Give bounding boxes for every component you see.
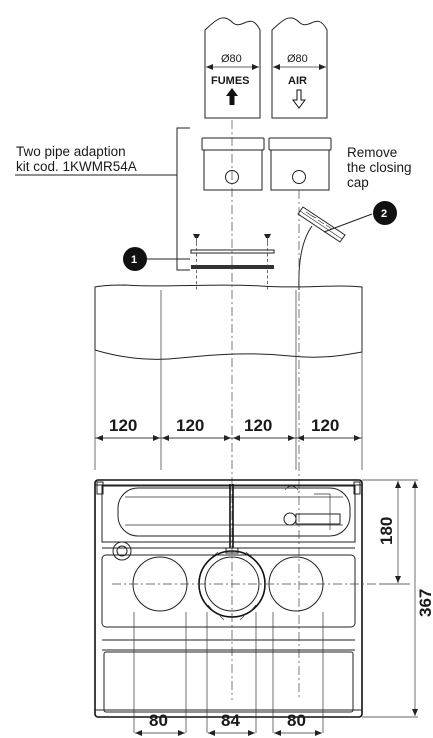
dim-bottom-3: 80 (274, 711, 322, 736)
dim-right-180: 180 (377, 481, 401, 583)
cap-label-line2: the closing (347, 160, 412, 175)
wall-section (94, 284, 363, 360)
air-diameter-label: Ø80 (287, 53, 308, 65)
marker-1: 1 (123, 247, 190, 271)
fumes-label: FUMES (211, 75, 250, 87)
air-pipe: Ø80 AIR (271, 17, 328, 119)
screw-left (193, 234, 200, 246)
dim-bottom-3-value: 80 (287, 711, 306, 730)
dim-top-3: 120 (233, 416, 295, 441)
marker-2-label: 2 (381, 208, 387, 220)
air-label: AIR (288, 75, 307, 87)
dim-bottom-2-value: 84 (221, 711, 240, 730)
fumes-diameter-label: Ø80 (221, 53, 242, 65)
dim-right-367-value: 367 (416, 589, 433, 617)
screw-right (264, 234, 271, 246)
dim-bottom-2: 84 (208, 711, 255, 736)
arrow-up-icon (226, 88, 238, 105)
cap-label-line1: Remove (347, 145, 397, 160)
air-adapter (268, 137, 332, 191)
gasket-upper (190, 249, 275, 254)
dim-top-2-value: 120 (176, 416, 204, 435)
boiler-unit (94, 479, 363, 718)
fumes-pipe: Ø80 FUMES (204, 17, 261, 119)
dim-right-367: 367 (412, 481, 433, 716)
closing-cap (297, 206, 346, 243)
dim-top-4-value: 120 (311, 416, 339, 435)
dim-bottom-1: 80 (135, 711, 185, 736)
kit-label-line1: Two pipe adaption (16, 144, 126, 159)
dim-top-4: 120 (297, 416, 361, 441)
dim-top-1: 120 (96, 416, 160, 441)
dim-top-3-value: 120 (244, 416, 272, 435)
cap-label-line3: cap (347, 175, 369, 190)
kit-label-line2: kit cod. 1KWMR54A (16, 159, 137, 174)
dim-top-1-value: 120 (109, 416, 137, 435)
gasket-lower (191, 265, 274, 269)
fumes-adapter (201, 137, 265, 191)
arrow-down-icon (292, 89, 306, 109)
kit-bracket (176, 127, 190, 271)
marker-2: 2 (373, 201, 397, 225)
dim-top-2: 120 (162, 416, 231, 441)
marker-1-label: 1 (131, 254, 137, 266)
dim-right-180-value: 180 (377, 517, 396, 545)
dim-bottom-1-value: 80 (149, 711, 168, 730)
